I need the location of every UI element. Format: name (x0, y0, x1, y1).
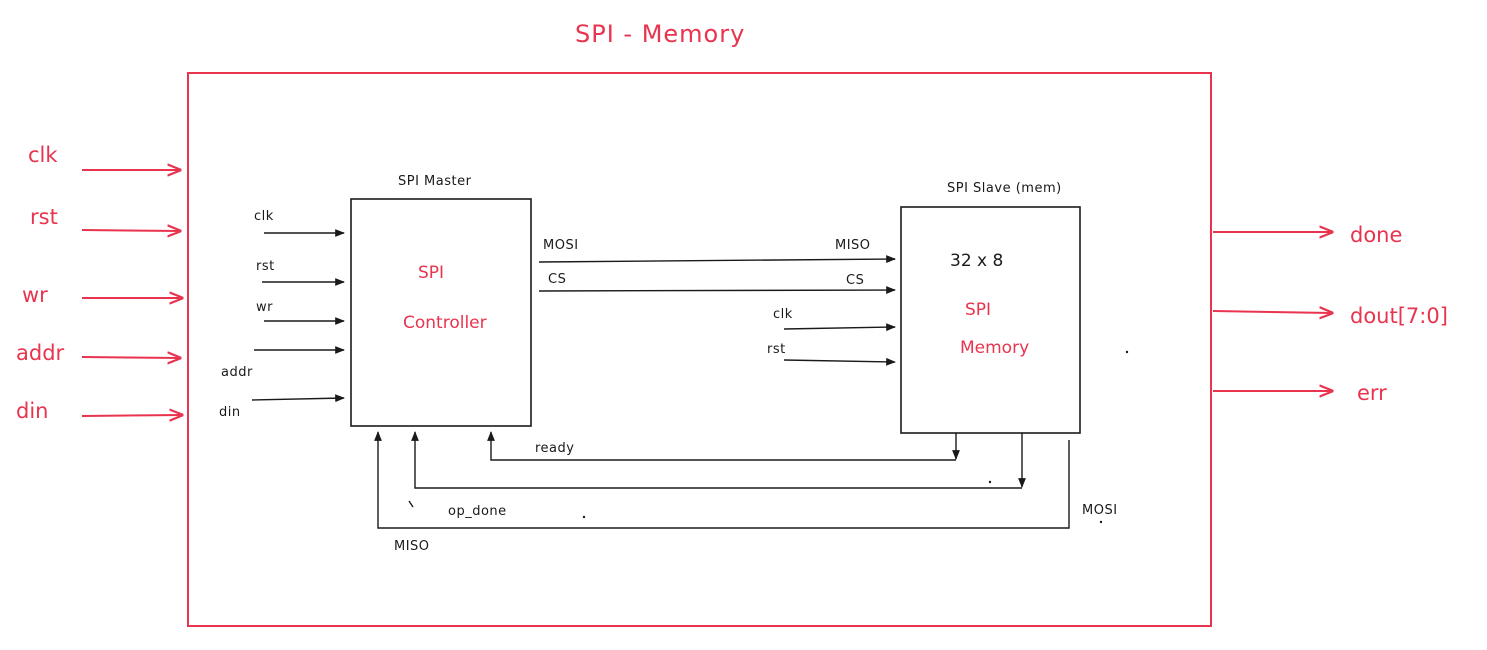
stray-dot (582, 515, 586, 519)
master-input-addr-label: addr (221, 365, 253, 380)
master-out-mosi-label: MOSI (543, 238, 579, 253)
miso-return-label: MISO (394, 539, 430, 554)
op-done-tick-mark (408, 500, 414, 508)
top-input-addr-arrow (81, 357, 180, 358)
ready-wire (487, 431, 956, 461)
master-input-din-arrow (251, 394, 345, 403)
master-to-slave-signals: MOSI MISO CS CS (538, 238, 896, 294)
top-input-addr-label: addr (16, 341, 65, 365)
stray-dots (582, 350, 1129, 524)
master-out-cs-label: CS (548, 272, 566, 287)
top-output-err-label: err (1357, 381, 1387, 405)
master-input-rst-label: rst (256, 259, 275, 274)
slave-in-clk-arrow (783, 323, 896, 332)
top-output-done-label: done (1350, 223, 1402, 247)
spi-slave-block: SPI Slave (mem) 32 x 8 SPI Memory clk rs… (767, 181, 1081, 434)
spi-slave-line2: Memory (960, 338, 1029, 358)
cs-wire (538, 286, 896, 294)
top-input-clk-label: clk (28, 143, 58, 167)
top-inputs: clk rst wr addr din (16, 143, 182, 423)
stray-dot (1125, 350, 1129, 354)
slave-in-rst-arrow (783, 357, 896, 366)
spi-slave-header: SPI Slave (mem) (947, 181, 1062, 196)
top-outputs: done dout[7:0] err (1212, 223, 1448, 405)
top-input-rst-arrow (81, 230, 180, 231)
stray-dot (1099, 520, 1103, 524)
diagram-title: SPI - Memory (575, 20, 745, 48)
top-module-box (187, 72, 1212, 627)
master-input-clk-label: clk (254, 209, 274, 224)
op-done-label: op_done (448, 504, 507, 519)
top-input-wr-label: wr (22, 283, 48, 307)
master-input-wr-label: wr (256, 300, 273, 315)
spi-master-header: SPI Master (398, 174, 472, 189)
op-done-wire (411, 431, 1022, 489)
master-input-din-label: din (219, 405, 241, 420)
spi-master-box (350, 198, 532, 427)
top-output-dout-label: dout[7:0] (1350, 304, 1448, 328)
slave-in-clk-label: clk (773, 307, 793, 322)
slave-in-miso-label: MISO (835, 238, 871, 253)
spi-slave-line1: SPI (965, 300, 991, 320)
top-output-dout-arrow (1212, 311, 1332, 313)
top-input-rst-label: rst (30, 205, 58, 229)
mosi-return-label: MOSI (1082, 503, 1118, 518)
ready-label: ready (535, 441, 574, 456)
spi-master-block: SPI Master SPI Controller clk rst wr add… (219, 174, 532, 427)
miso-return-wire (374, 431, 1070, 529)
top-input-din-arrow (81, 415, 182, 416)
stray-dot (988, 480, 992, 484)
mosi-miso-wire (538, 255, 896, 263)
spi-master-line1: SPI (418, 263, 444, 283)
slave-in-rst-label: rst (767, 342, 786, 357)
top-input-din-label: din (16, 399, 48, 423)
spi-slave-box (900, 206, 1081, 434)
slave-in-cs-label: CS (846, 273, 864, 288)
feedback-signals: ready op_done MOSI MISO (374, 431, 1118, 554)
spi-slave-size: 32 x 8 (950, 251, 1003, 271)
spi-master-line2: Controller (403, 313, 487, 333)
